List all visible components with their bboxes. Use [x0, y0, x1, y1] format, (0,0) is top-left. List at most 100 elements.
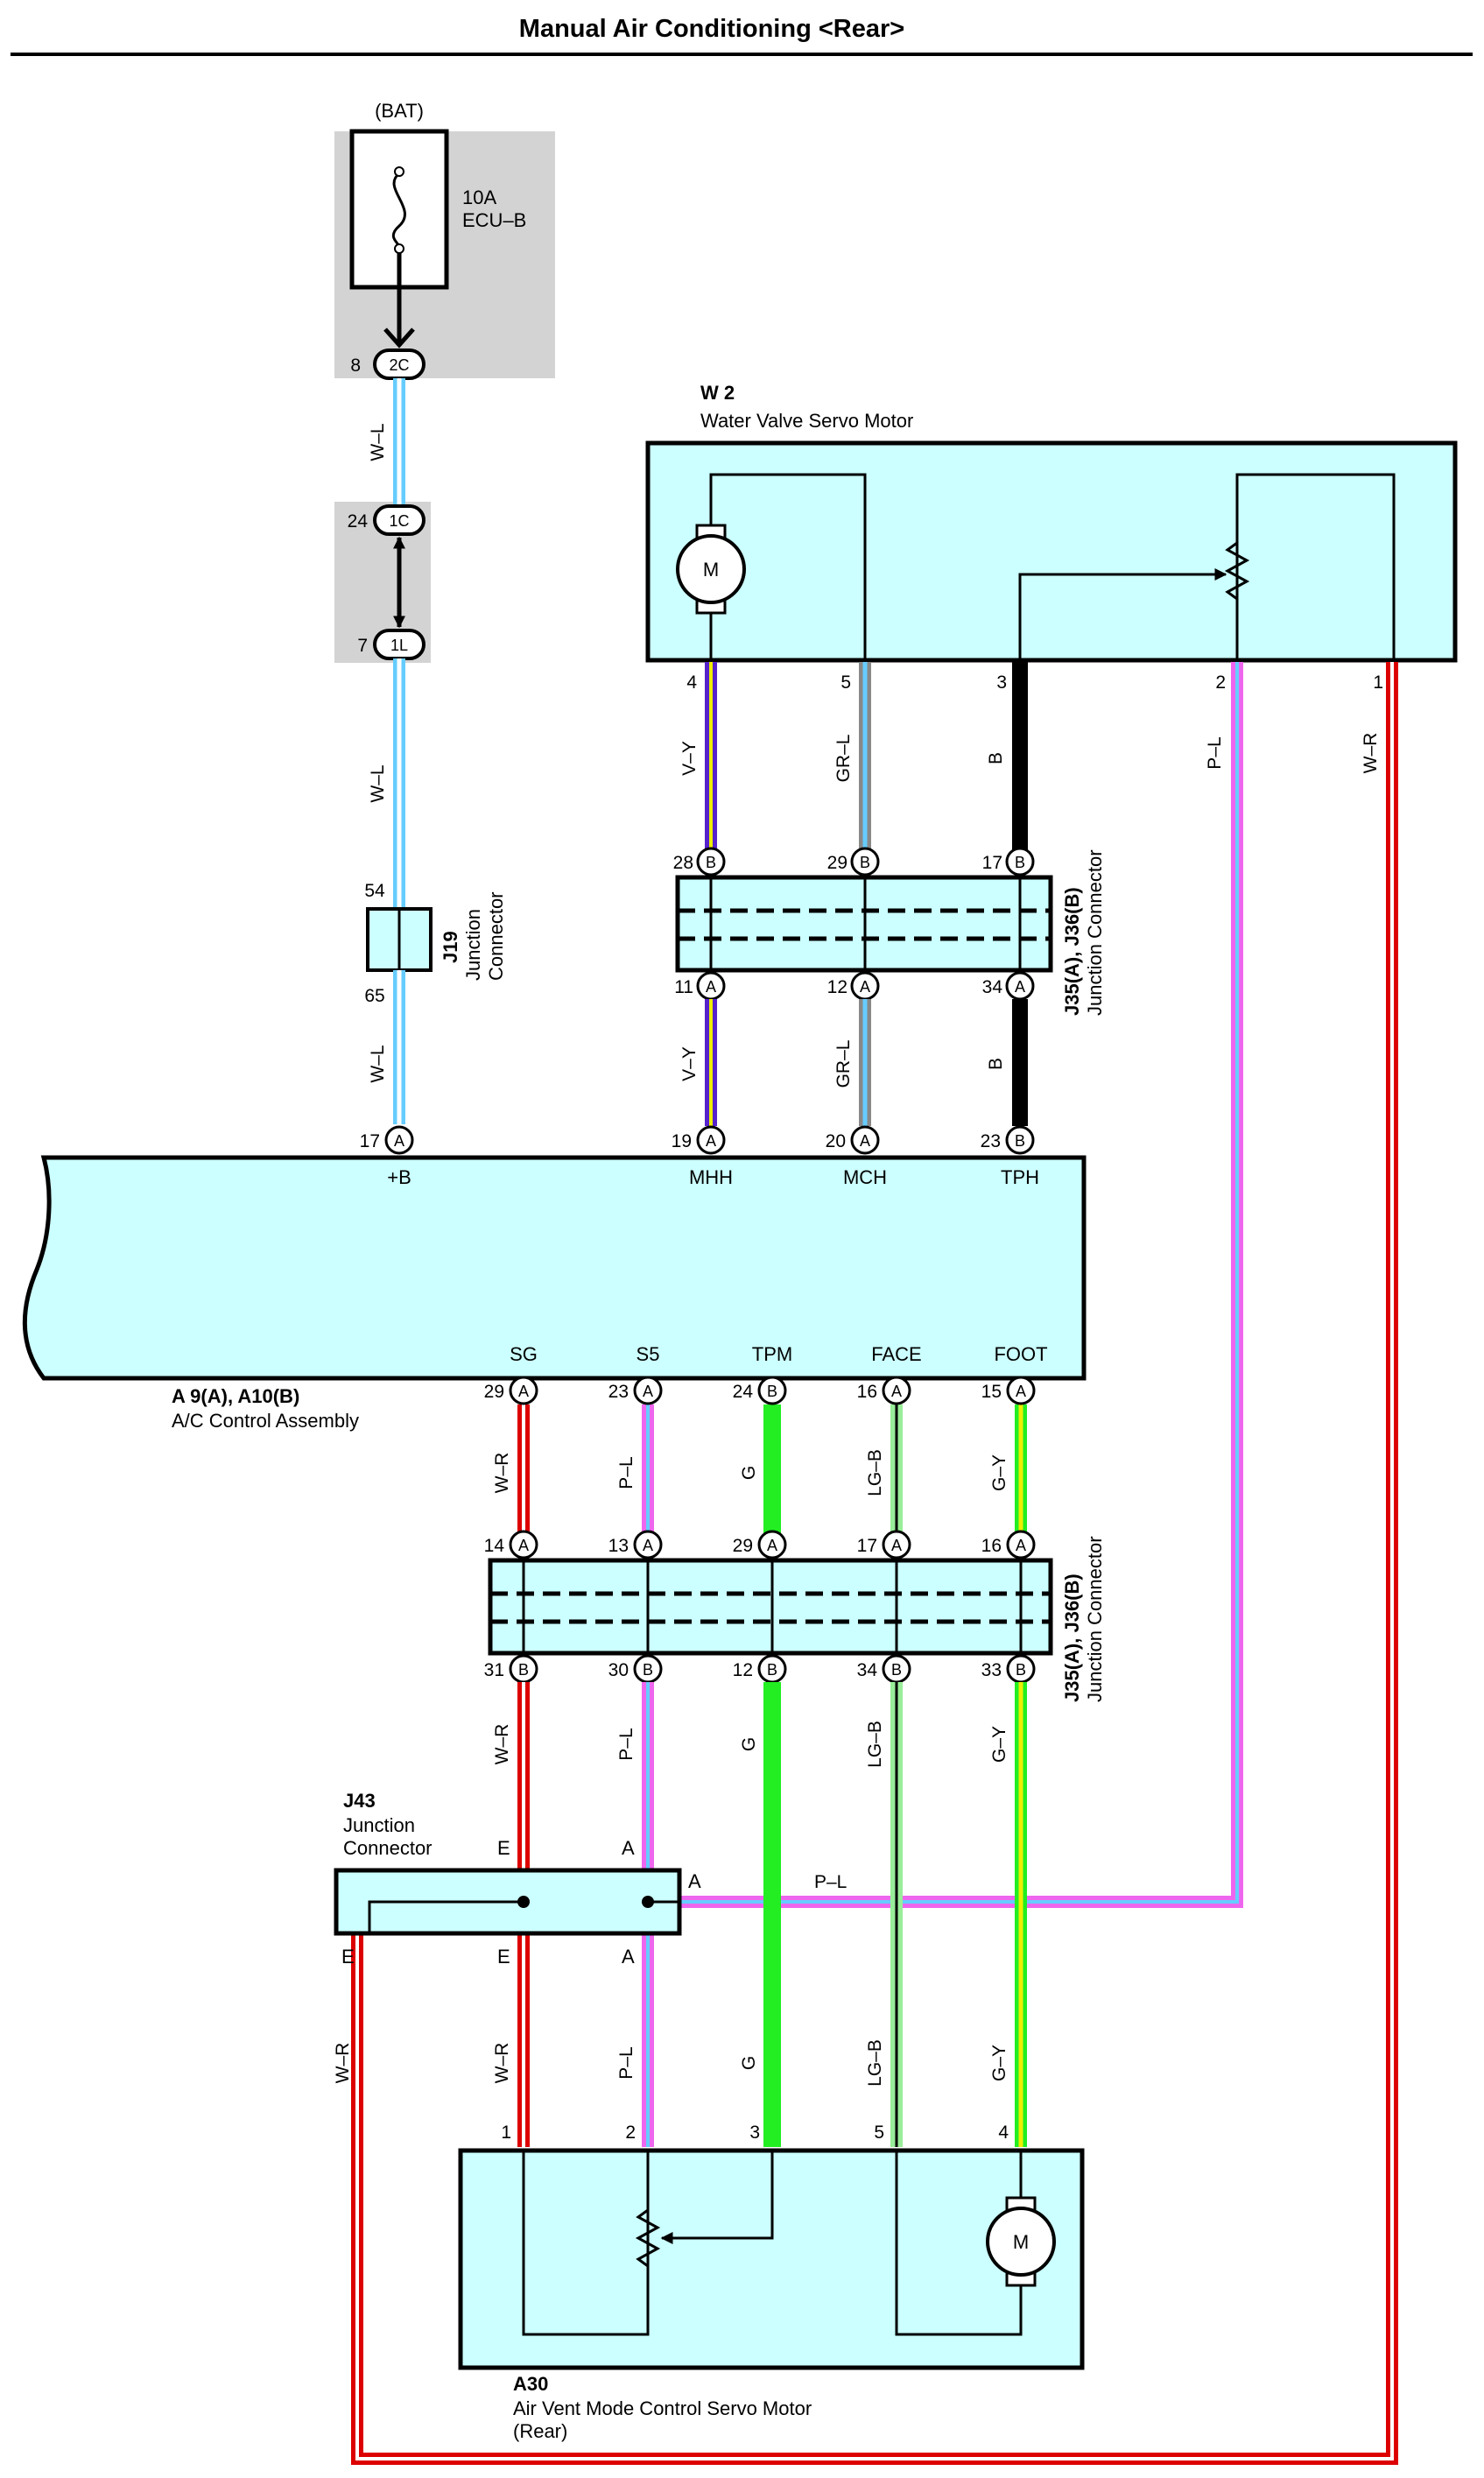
- ac-term-foot: FOOT: [994, 1343, 1047, 1365]
- w2-pin-1: 1: [1373, 672, 1383, 693]
- j35b-pin-33: B 33: [981, 1654, 1036, 1684]
- svg-text:B: B: [1015, 1132, 1025, 1150]
- connector-1l-pin: 7: [357, 636, 368, 656]
- ac-pin-24-tpm-num: 24: [733, 1382, 754, 1402]
- j35b-pin-14-num: 14: [484, 1536, 505, 1556]
- j19-pin-bottom: 65: [364, 986, 384, 1006]
- wire-label-lgb-3: LG–B: [865, 2039, 885, 2087]
- j43-line1: Junction: [343, 1814, 415, 1836]
- ac-id: A 9(A), A10(B): [172, 1385, 299, 1407]
- fuse-icon: [391, 172, 406, 249]
- w2-pot-resistor-icon: [1224, 534, 1250, 613]
- svg-text:A: A: [1016, 1383, 1026, 1400]
- wire-label-gy-3: G–Y: [989, 2045, 1009, 2081]
- ac-term-mch: MCH: [843, 1166, 887, 1188]
- a30-id: A30: [513, 2373, 548, 2395]
- wire-label-pl-1: P–L: [616, 1456, 637, 1489]
- fuse-terminal-top: [394, 166, 404, 177]
- svg-text:A: A: [643, 1383, 653, 1400]
- wire-label-pl-3: P–L: [616, 2046, 637, 2079]
- svg-text:A: A: [860, 978, 870, 996]
- svg-text:A: A: [394, 1132, 404, 1150]
- w2-motor-icon: [676, 534, 746, 604]
- wire-label-vy-1: V–Y: [679, 741, 700, 776]
- fuse-terminal-bottom: [394, 243, 404, 254]
- j35b-pin-29: A 29: [733, 1530, 787, 1559]
- ac-term-tpm: TPM: [752, 1343, 792, 1365]
- ac-pin-16-face: A 16: [857, 1376, 911, 1405]
- svg-text:B: B: [860, 854, 870, 871]
- j35b-pin-34-num: 34: [857, 1660, 878, 1680]
- j35b-pin-16: A 16: [981, 1530, 1036, 1559]
- svg-text:B: B: [643, 1661, 653, 1679]
- svg-text:A: A: [1015, 978, 1025, 996]
- svg-text:A: A: [518, 1383, 529, 1400]
- j19-line1: Junction: [462, 909, 484, 981]
- wire-label-b-2: B: [986, 1058, 1006, 1070]
- j43-term-e-bottom-left: E: [341, 1946, 355, 1968]
- svg-text:B: B: [891, 1661, 902, 1679]
- j35-top-pin-29-num: 29: [827, 853, 847, 873]
- j35-top-pin-17: B 17: [982, 847, 1035, 876]
- j35b-pin-31-num: 31: [484, 1660, 504, 1680]
- ac-term-tph: TPH: [1001, 1166, 1039, 1188]
- j35-top-pin-34: A 34: [982, 971, 1035, 1001]
- connector-1c-label: 1C: [389, 512, 409, 530]
- j35b-pin-16-num: 16: [981, 1536, 1002, 1556]
- j35-top-pin-28-num: 28: [673, 853, 693, 873]
- j35-top-pin-11-num: 11: [674, 977, 693, 997]
- ac-name: A/C Control Assembly: [172, 1410, 359, 1432]
- w2-pot-wiper: [1018, 568, 1227, 660]
- svg-text:B: B: [518, 1661, 529, 1679]
- wire-label-g-2: G: [739, 1737, 759, 1751]
- svg-text:A: A: [891, 1537, 902, 1554]
- wire-label-vy-2: V–Y: [679, 1046, 700, 1081]
- w2-box: [645, 440, 1458, 663]
- ac-pin-16-face-num: 16: [857, 1382, 877, 1402]
- ac-pin-23-s5: A 23: [608, 1376, 663, 1405]
- ac-pin-15-foot-num: 15: [981, 1382, 1002, 1402]
- j35b-pin-31: B 31: [484, 1654, 538, 1684]
- j35-top-pin-29: B 29: [827, 847, 880, 876]
- wire-label-wr-w2: W–R: [1361, 733, 1381, 774]
- wire-label-gy-2: G–Y: [989, 1726, 1009, 1763]
- svg-text:B: B: [706, 854, 716, 871]
- ac-pin-23-tph-num: 23: [981, 1131, 1001, 1151]
- ac-pin-23-s5-num: 23: [608, 1382, 629, 1402]
- j43-term-e-bottom: E: [497, 1946, 510, 1968]
- w2-pot-loop: [1235, 473, 1396, 660]
- svg-text:A: A: [643, 1537, 653, 1554]
- wire-wr-long-core: [355, 662, 1394, 2460]
- j35-top-pin-11: A 11: [674, 971, 726, 1001]
- ac-pin-29-sg: A 29: [484, 1376, 538, 1405]
- wire-label-gy-1: G–Y: [989, 1454, 1009, 1491]
- j35-bottom-id: J35(A), J36(B): [1061, 1573, 1083, 1702]
- j35b-pin-33-num: 33: [981, 1660, 1002, 1680]
- wire-label-wl-1: W–L: [368, 423, 388, 461]
- wire-label-wr-left: W–R: [333, 2043, 353, 2084]
- j43-line2: Connector: [343, 1837, 433, 1859]
- wire-label-grl-2: GR–L: [833, 1040, 854, 1088]
- w2-pin-4: 4: [686, 672, 697, 693]
- a30-line1: Air Vent Mode Control Servo Motor: [513, 2397, 812, 2419]
- j19-id: J19: [440, 931, 461, 963]
- ac-assembly-box: [22, 1155, 1087, 1381]
- j35-top-pin-28: B 28: [673, 847, 726, 876]
- svg-text:A: A: [767, 1537, 777, 1554]
- j35b-pin-13: A 13: [608, 1530, 663, 1559]
- ac-pin-20: A 20 MCH: [826, 1125, 887, 1188]
- a30-pin-4: 4: [998, 2122, 1009, 2143]
- w2-pin-2: 2: [1215, 672, 1226, 693]
- wire-label-pl-horiz: P–L: [814, 1872, 847, 1892]
- svg-text:A: A: [891, 1383, 902, 1400]
- svg-text:B: B: [1015, 854, 1025, 871]
- j43-id: J43: [343, 1790, 376, 1812]
- svg-text:A: A: [1016, 1537, 1026, 1554]
- j35-top-id: J35(A), J36(B): [1061, 887, 1083, 1016]
- ac-pin-20-num: 20: [826, 1131, 846, 1151]
- j35b-pin-12: B 12: [733, 1654, 787, 1684]
- j35-top-pin-12-num: 12: [827, 977, 847, 997]
- j35b-pin-30-num: 30: [608, 1660, 629, 1680]
- w2-pin-5: 5: [840, 672, 851, 693]
